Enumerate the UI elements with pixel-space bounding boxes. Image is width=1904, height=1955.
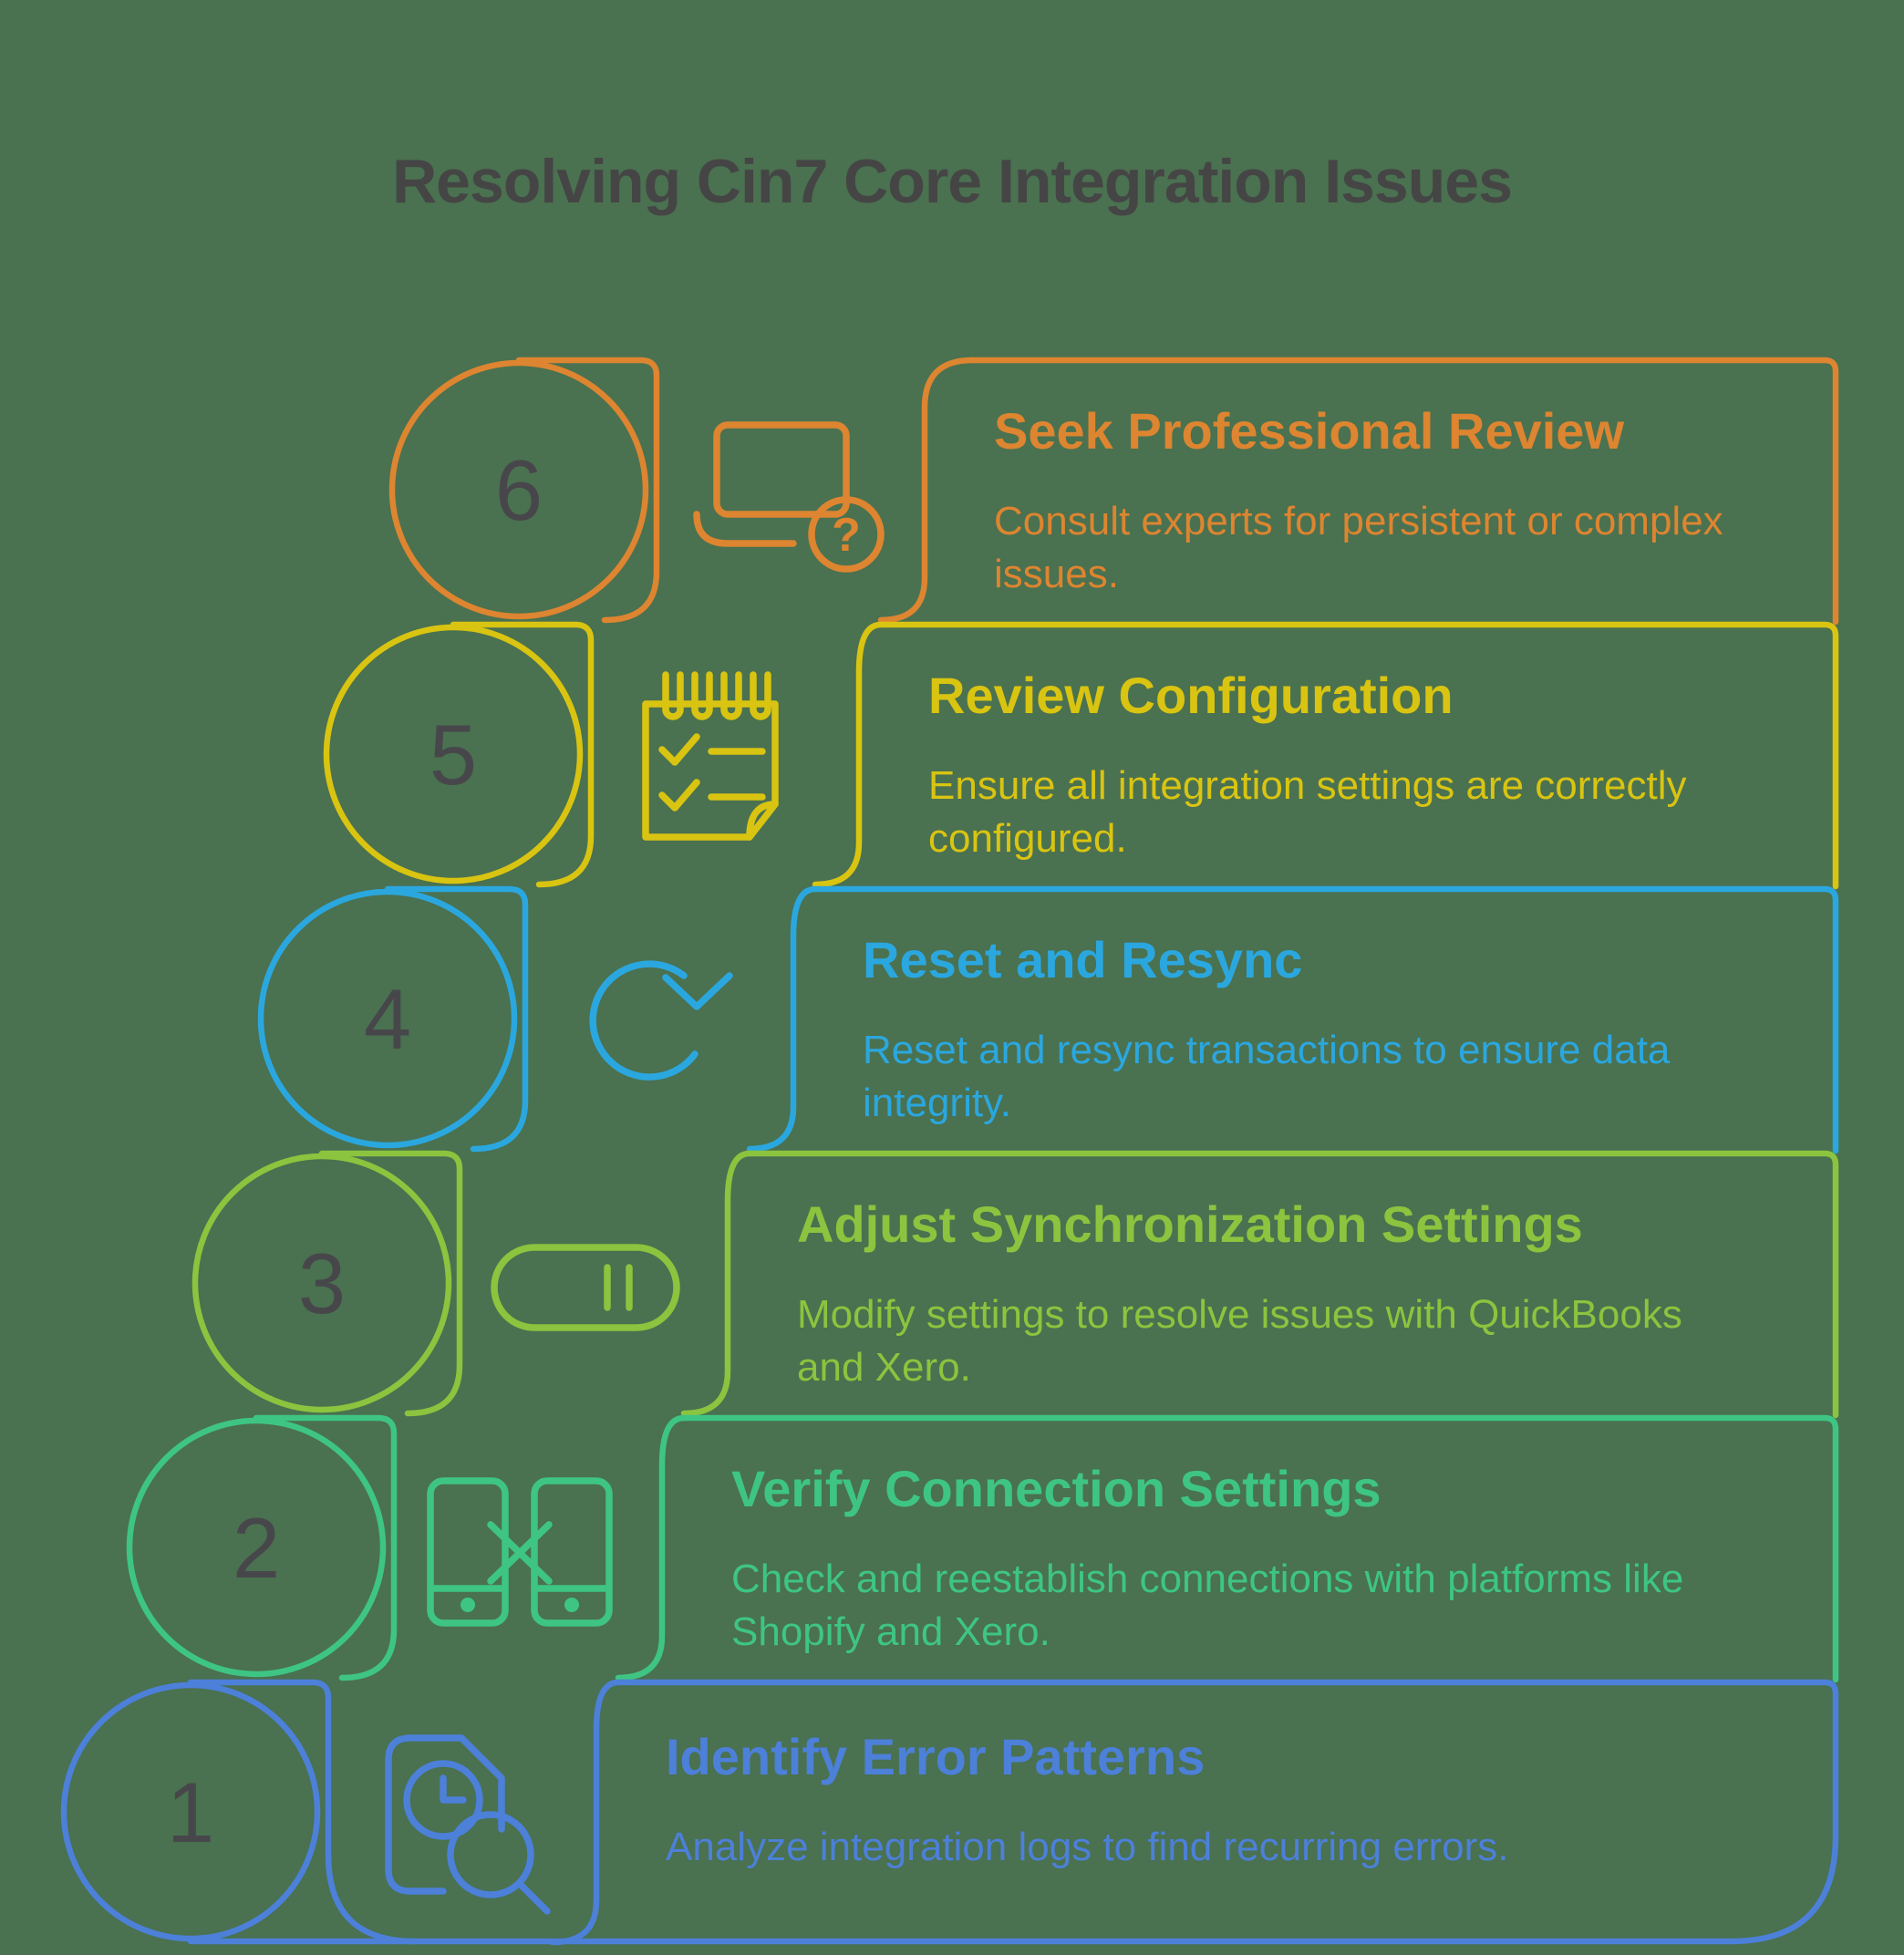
step-4-outline	[257, 885, 1839, 1154]
log-search-icon	[385, 1734, 551, 1915]
step-card-left-edge	[877, 357, 976, 624]
step-card-outline	[877, 621, 1839, 890]
phones-disconnect-icon	[427, 1477, 613, 1627]
step-card-left-edge	[812, 621, 885, 888]
step-description-line: Shopify and Xero.	[731, 1609, 1050, 1654]
step-description-line: Ensure all integration settings are corr…	[928, 763, 1687, 808]
step-card-outline	[680, 1414, 1839, 1683]
step-description-line: Analyze integration logs to find recurri…	[666, 1825, 1508, 1869]
step-number: 6	[495, 442, 543, 538]
laptop-question-icon	[693, 421, 885, 573]
step-top-edge-and-wall	[515, 357, 660, 624]
step-card-left-edge	[746, 885, 819, 1153]
step-number: 4	[364, 971, 411, 1067]
step-top-edge-and-wall	[450, 621, 595, 888]
step-card-outline	[187, 1679, 1839, 1945]
step-top-edge-and-wall	[384, 885, 529, 1153]
step-2-outline	[126, 1414, 1839, 1683]
step-card-outline	[812, 885, 1839, 1154]
step-card-left-edge	[615, 1414, 688, 1681]
step-description-line: and Xero.	[797, 1345, 971, 1390]
step-top-edge-and-wall	[318, 1150, 463, 1417]
step-number: 1	[167, 1764, 214, 1860]
step-1-outline	[60, 1679, 1839, 1946]
step-number: 5	[429, 707, 477, 802]
step-card-outline	[968, 357, 1839, 626]
step-card-left-edge	[680, 1150, 753, 1417]
step-description-line: Consult experts for persistent or comple…	[994, 499, 1723, 543]
refresh-icon	[589, 960, 733, 1081]
step-description-line: configured.	[928, 816, 1127, 861]
step-heading: Identify Error Patterns	[666, 1728, 1205, 1785]
step-3-outline	[191, 1150, 1839, 1419]
step-top-edge-and-wall	[253, 1414, 398, 1681]
step-card-outline	[746, 1150, 1839, 1419]
step-description-line: Check and reestablish connections with p…	[731, 1557, 1683, 1601]
step-6-outline	[388, 357, 1839, 626]
step-5-outline	[323, 621, 1839, 890]
page-title: Resolving Cin7 Core Integration Issues	[392, 147, 1512, 216]
question-mark-glyph: ?	[832, 509, 861, 562]
step-heading: Verify Connection Settings	[731, 1460, 1381, 1517]
step-description-line: Modify settings to resolve issues with Q…	[797, 1292, 1682, 1337]
step-description-line: issues.	[994, 552, 1119, 596]
phone-home-dot	[564, 1598, 579, 1612]
step-heading: Review Configuration	[928, 667, 1454, 724]
step-heading: Adjust Synchronization Settings	[797, 1195, 1583, 1253]
step-number: 2	[233, 1500, 280, 1596]
step-number: 3	[298, 1236, 346, 1331]
step-top-edge-and-wall	[187, 1679, 419, 1945]
step-heading: Reset and Resync	[863, 931, 1302, 988]
step-heading: Seek Professional Review	[994, 402, 1624, 460]
phone-home-dot	[460, 1598, 475, 1612]
toggle-pause-icon	[491, 1244, 680, 1331]
step-description-line: integrity.	[863, 1081, 1011, 1125]
checklist-icon	[642, 671, 779, 841]
step-description-line: Reset and resync transactions to ensure …	[863, 1028, 1671, 1072]
